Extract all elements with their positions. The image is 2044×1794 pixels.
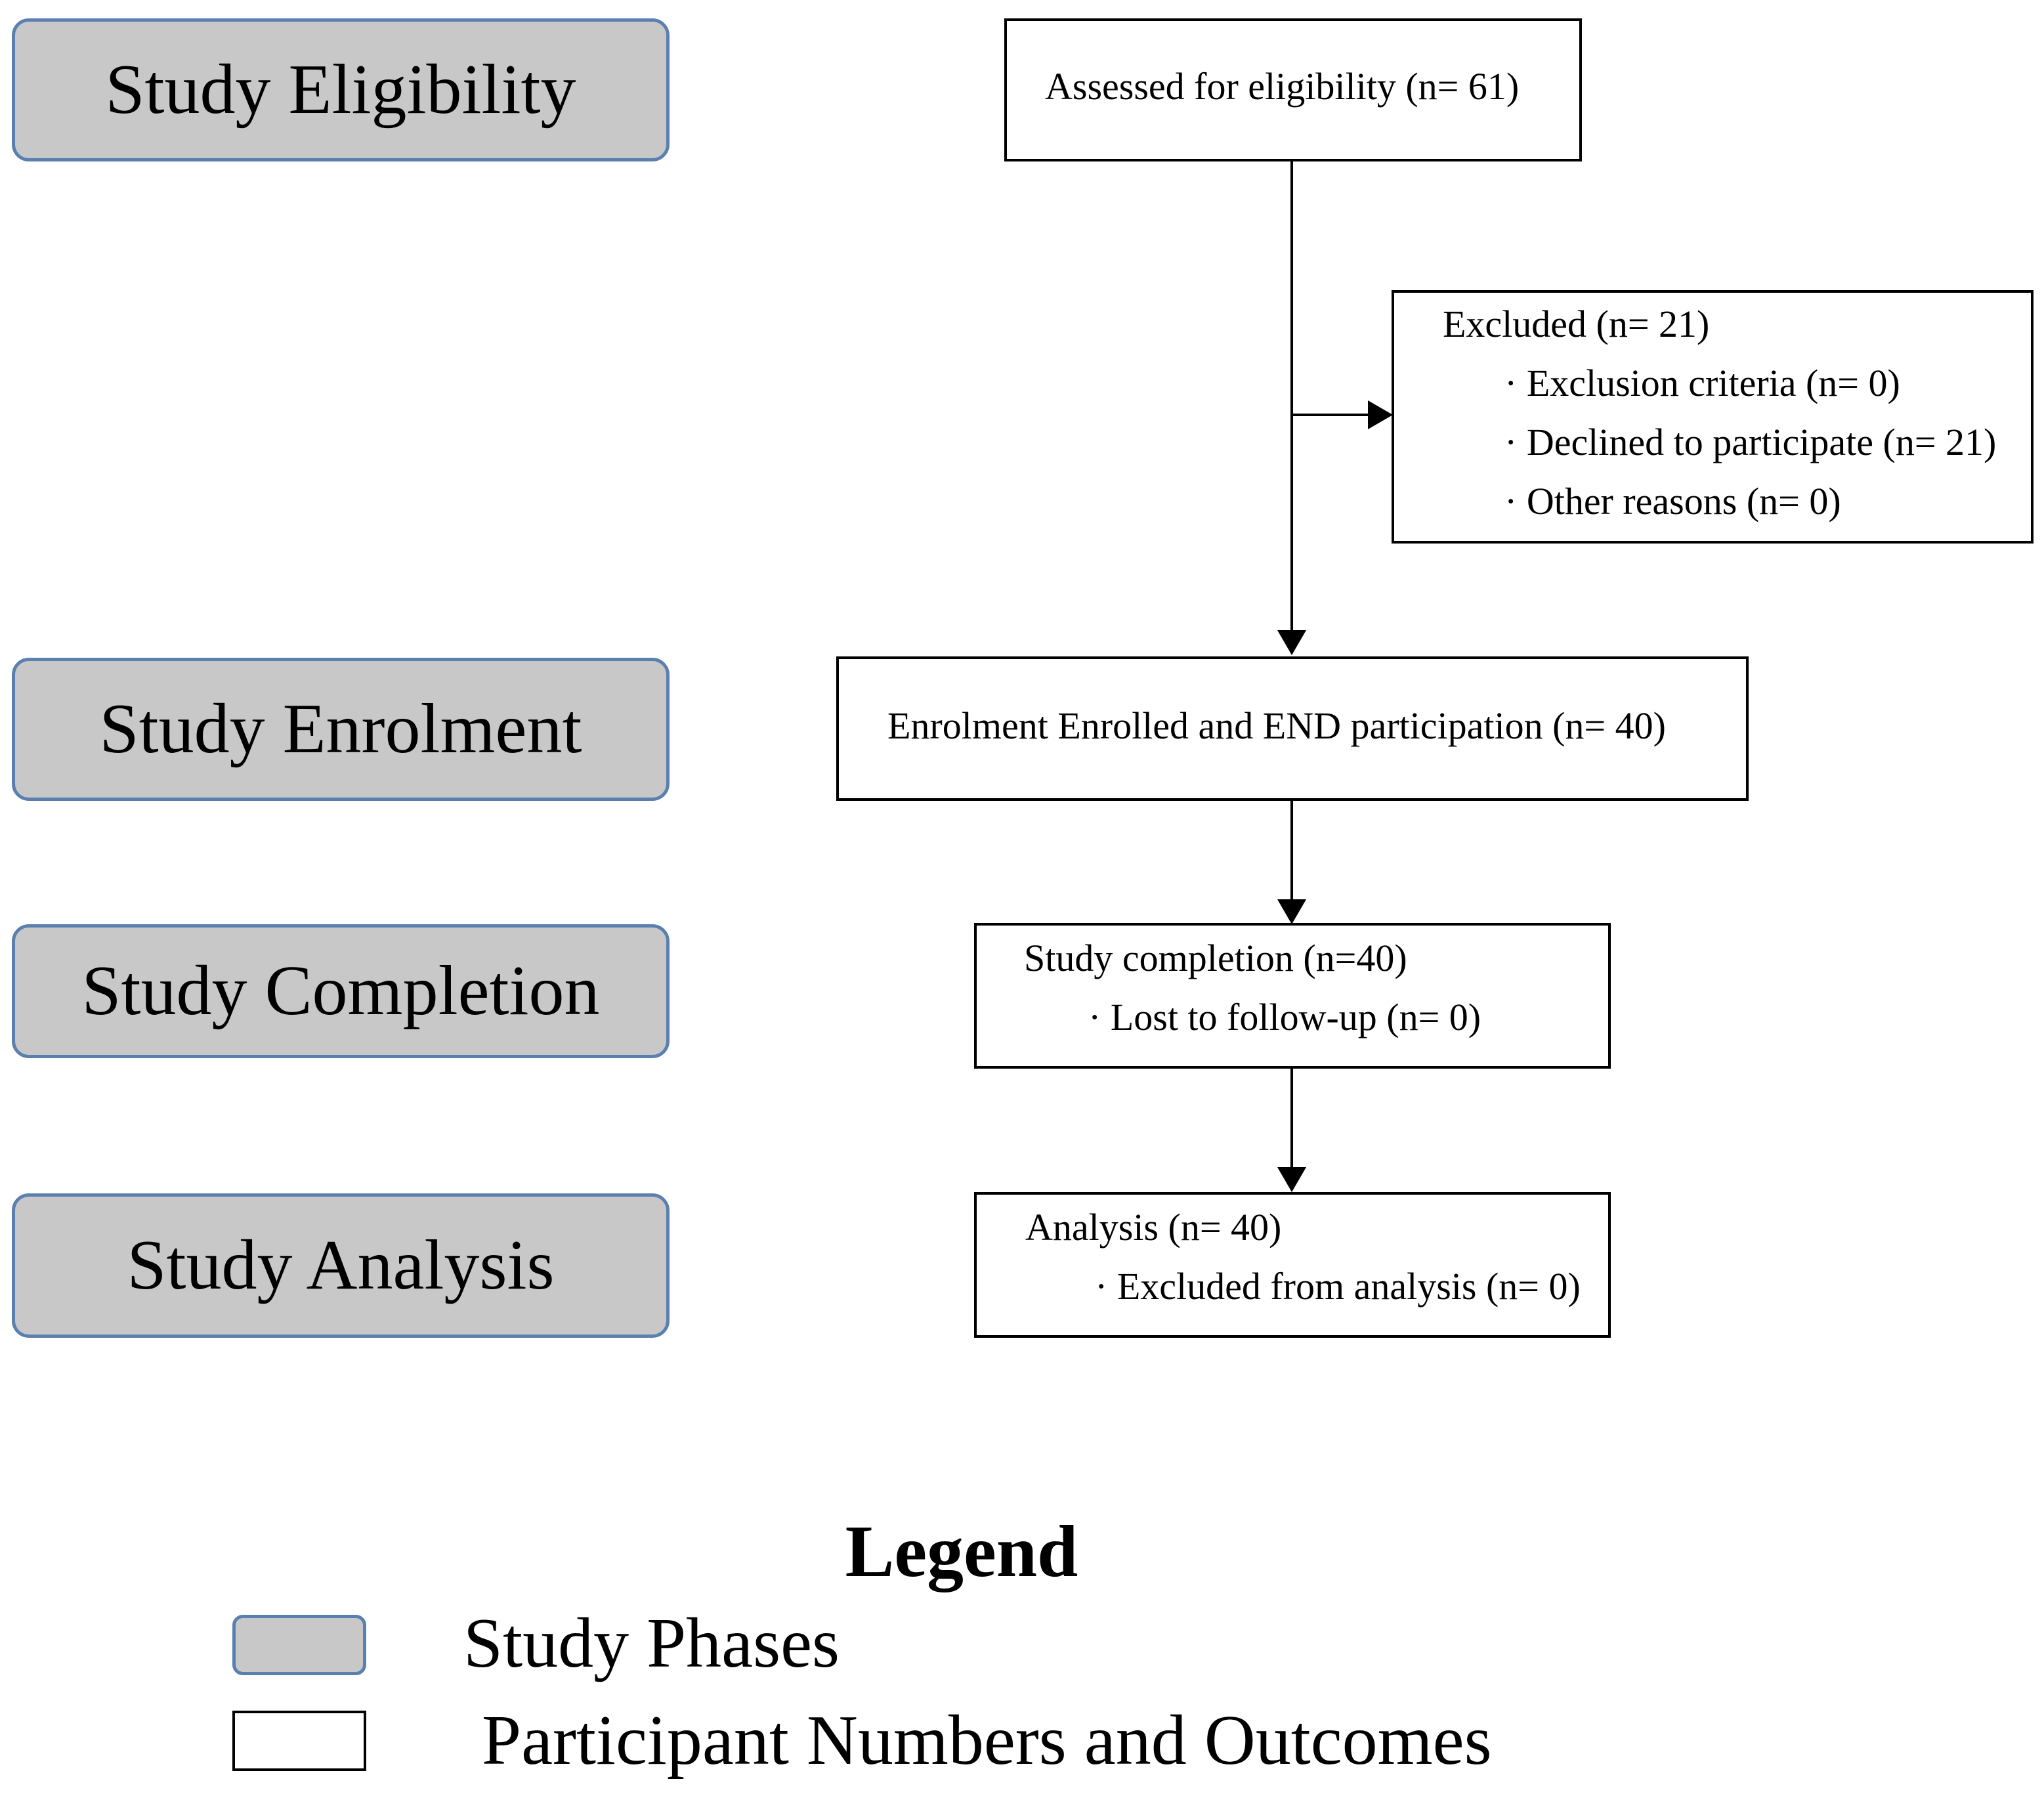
excluded-title: Excluded (n= 21) <box>1443 303 1710 345</box>
arrow-enrolment-to-completion <box>1277 801 1306 924</box>
phase-study-enrolment: Study Enrolment <box>12 658 670 801</box>
legend-swatch-study-phases <box>232 1615 366 1675</box>
box-analysis: Analysis (n= 40) · Excluded from analysi… <box>974 1192 1611 1338</box>
arrow-completion-to-analysis <box>1277 1069 1306 1192</box>
analysis-title: Analysis (n= 40) <box>1025 1206 1282 1249</box>
assessed-text: Assessed for eligibility (n= 61) <box>1045 65 1520 108</box>
legend-label-participant-numbers: Participant Numbers and Outcomes <box>482 1701 1492 1780</box>
completion-title: Study completion (n=40) <box>1024 937 1407 979</box>
enrolment-text: Enrolment Enrolled and END participation… <box>887 704 1666 747</box>
box-study-completion: Study completion (n=40) · Lost to follow… <box>974 923 1611 1069</box>
excluded-item-other-reasons: · Other reasons (n= 0) <box>1504 480 1841 523</box>
completion-item-lost-to-follow-up: · Lost to follow-up (n= 0) <box>1088 996 1481 1038</box>
arrow-assessed-to-enrolment <box>1277 161 1306 655</box>
phase-study-eligibility: Study Eligibility <box>12 18 670 161</box>
legend-title: Legend <box>845 1511 1078 1592</box>
box-assessed-for-eligibility: Assessed for eligibility (n= 61) <box>1004 18 1582 161</box>
legend-swatch-participant-numbers <box>232 1711 366 1771</box>
excluded-item-exclusion-criteria: · Exclusion criteria (n= 0) <box>1504 362 1900 404</box>
phase-study-analysis: Study Analysis <box>12 1193 670 1338</box>
arrow-to-excluded <box>1292 400 1393 429</box>
box-excluded: Excluded (n= 21) · Exclusion criteria (n… <box>1392 290 2033 544</box>
legend-label-study-phases: Study Phases <box>463 1604 840 1682</box>
box-enrolment: Enrolment Enrolled and END participation… <box>836 656 1749 801</box>
excluded-item-declined: · Declined to participate (n= 21) <box>1504 421 1997 463</box>
phase-study-completion: Study Completion <box>12 924 670 1058</box>
analysis-item-excluded-from-analysis: · Excluded from analysis (n= 0) <box>1095 1265 1581 1308</box>
